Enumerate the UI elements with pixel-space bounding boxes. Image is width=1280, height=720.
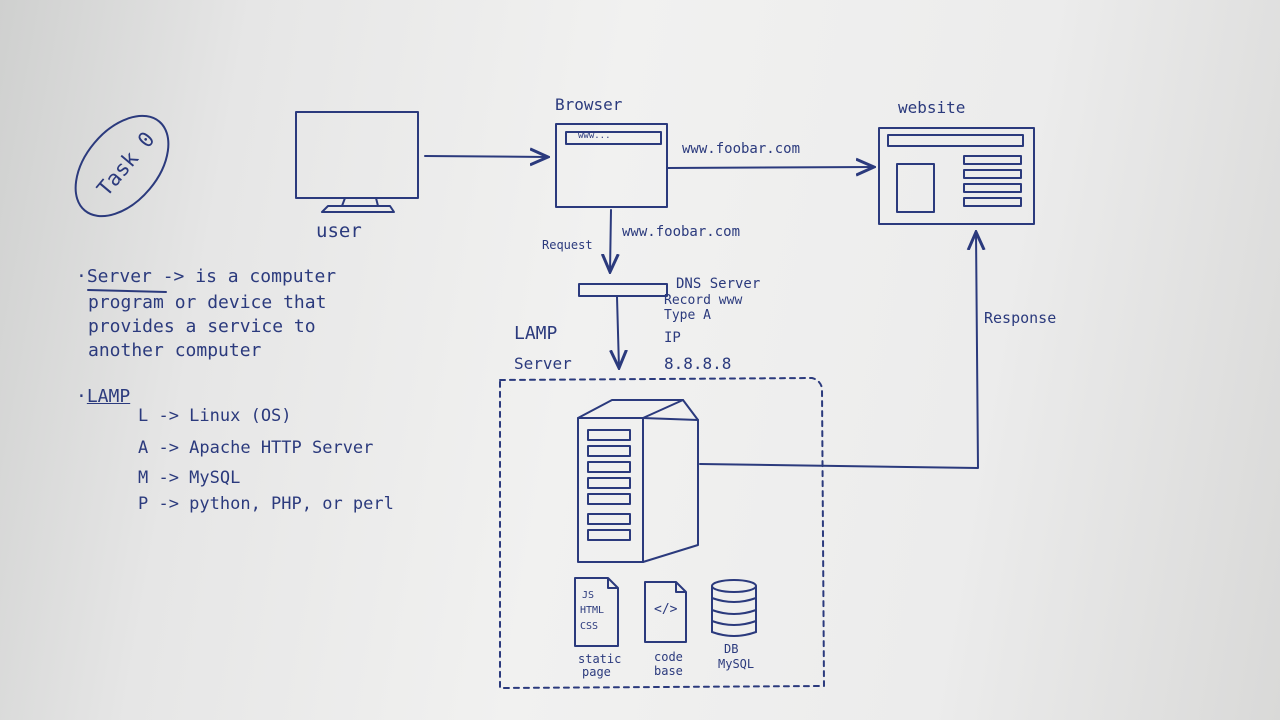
server-line-2: program or device that (88, 292, 327, 313)
lamp-note-heading: ·LAMP (76, 386, 130, 407)
static-caption-1: static (578, 652, 622, 666)
database-icon (711, 579, 757, 637)
lamp-server-boundary (499, 377, 825, 689)
dns-ip-label: IP (664, 330, 681, 346)
arrow-browser-website (666, 167, 874, 168)
server-arrow: -> (162, 266, 185, 287)
dns-record-label: Record www (664, 293, 743, 308)
server-line-1: is a computer (195, 266, 337, 287)
ip-value-label: 8.8.8.8 (664, 354, 732, 373)
db-caption-1: DB (724, 642, 739, 656)
code-caption-1: code (654, 650, 683, 664)
bullet: · (76, 386, 87, 407)
code-file-symbol: </> (654, 602, 678, 617)
server-line-3: provides a service to (88, 316, 316, 337)
arrow-response (699, 232, 978, 469)
arrow-user-browser (424, 156, 548, 157)
lamp-line-m: M -> MySQL (138, 468, 241, 488)
static-file-icon (574, 577, 619, 647)
static-caption-2: page (582, 665, 611, 679)
arrow-dns-lamp (617, 296, 619, 368)
lamp-line-a: A -> Apache HTTP Server (138, 438, 374, 458)
browser-window-icon (555, 123, 668, 208)
dns-server-icon (578, 283, 668, 297)
response-label: Response (984, 309, 1057, 327)
dns-server-label: DNS Server (676, 276, 761, 292)
lamp-label: LAMP (514, 323, 558, 344)
server-label: Server (514, 354, 572, 373)
lamp-line-p: P -> python, PHP, or perl (138, 494, 394, 514)
dns-type-label: Type A (664, 308, 711, 323)
code-caption-2: base (654, 664, 683, 678)
user-label: user (316, 220, 362, 242)
lamp-line-l: L -> Linux (OS) (138, 406, 292, 426)
static-file-line-2: HTML (580, 605, 605, 616)
code-file-icon (644, 581, 687, 643)
address-bar-text: www... (578, 131, 611, 141)
user-monitor-icon (295, 111, 419, 213)
server-heading: Server (86, 266, 152, 287)
server-note-heading: ·Server -> is a computer (76, 266, 336, 287)
website-window-icon (878, 127, 1035, 225)
browser-label: Browser (555, 95, 623, 114)
static-file-line-3: CSS (580, 621, 599, 632)
server-line-4: another computer (88, 340, 262, 361)
db-caption-2: MySQL (718, 657, 755, 671)
arrow-request (610, 209, 611, 272)
url-request-label: www.foobar.com (622, 224, 741, 240)
server-tower-icon (577, 399, 699, 563)
bullet: · (76, 266, 87, 287)
request-label: Request (542, 238, 593, 252)
url-top-label: www.foobar.com (682, 141, 801, 157)
website-label: website (898, 98, 966, 117)
static-file-line-1: JS (582, 590, 595, 601)
server-underline (87, 289, 167, 293)
lamp-heading: LAMP (86, 386, 131, 407)
task-badge-oval (74, 114, 170, 218)
